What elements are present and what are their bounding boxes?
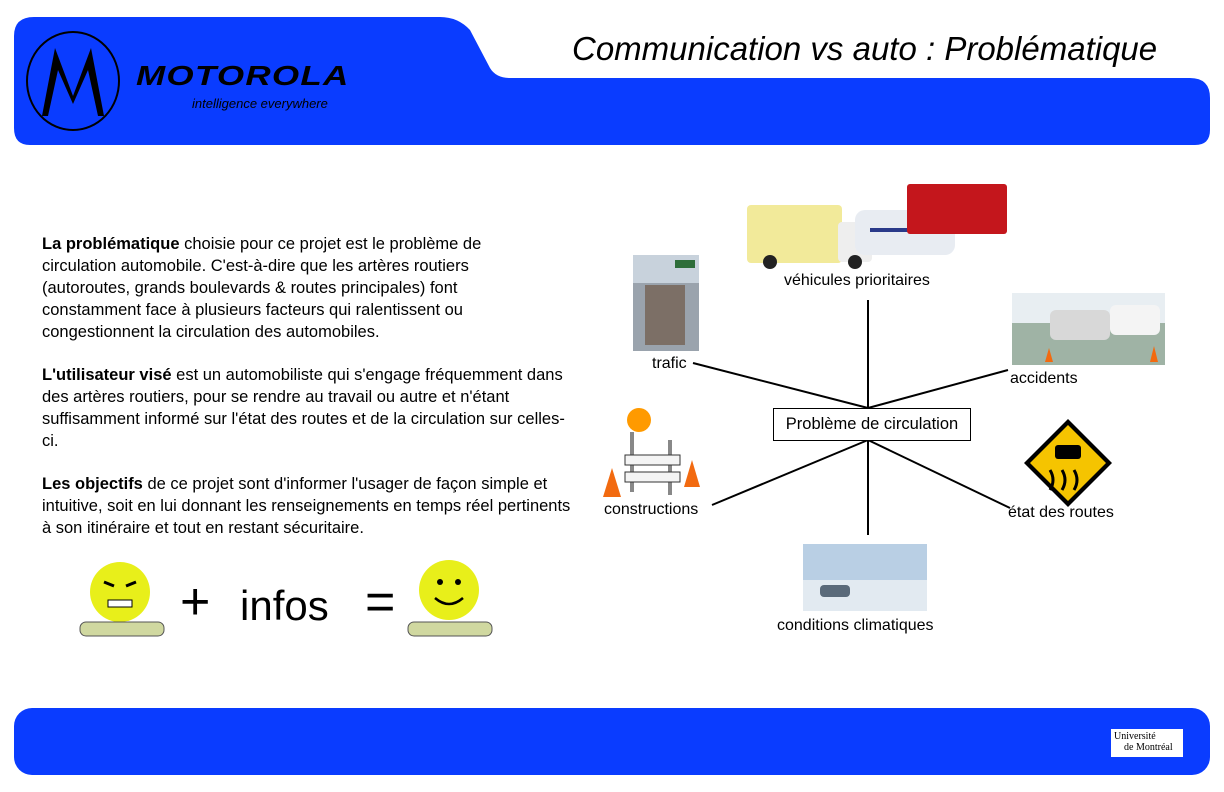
footer-band (14, 708, 1210, 775)
plus-sign: + (180, 573, 211, 631)
paragraph-heading: L'utilisateur visé (42, 366, 172, 384)
paragraph-text: choisie pour ce projet est le problème d… (42, 235, 482, 341)
traffic-photo (633, 255, 699, 351)
logo-line2: de Montréal (1124, 742, 1173, 753)
universite-de-montreal-logo: Université de Montréal (1111, 729, 1183, 757)
node-accidents: accidents (1010, 370, 1078, 387)
connector-accidents (867, 369, 1009, 409)
node-climat: conditions climatiques (777, 617, 934, 634)
construction-barrier-icon (603, 408, 700, 497)
equals-sign: = (365, 573, 396, 631)
logo-line1: Université (1114, 731, 1156, 742)
paragraph-user: L'utilisateur visé est un automobiliste … (42, 364, 567, 452)
paragraph-problem: La problématique choisie pour ce projet … (42, 233, 512, 343)
paragraph-objectives: Les objectifs de ce projet sont d'inform… (42, 473, 577, 539)
node-trafic: trafic (652, 355, 687, 372)
diagram-center-node: Problème de circulation (773, 408, 971, 441)
header-band (14, 17, 1210, 145)
winter-weather-photo (803, 544, 927, 611)
connector-trafic (692, 362, 869, 409)
paragraph-text: est un automobiliste qui s'engage fréque… (42, 366, 565, 450)
diagram-connectors (692, 300, 1011, 535)
slippery-road-sign-icon (1024, 419, 1112, 507)
paragraph-heading: La problématique (42, 235, 180, 253)
motorola-logo-icon (26, 31, 120, 131)
happy-smiley-icon (407, 560, 493, 637)
angry-smiley-icon (79, 562, 165, 637)
node-vehicules: véhicules prioritaires (784, 272, 930, 289)
slide-title: Communication vs auto : Problématique (572, 30, 1158, 67)
emergency-vehicles-photo (747, 184, 1007, 269)
connector-constructions (711, 439, 869, 506)
paragraph-text: de ce projet sont d'informer l'usager de… (42, 475, 571, 537)
node-etat: état des routes (1008, 504, 1114, 521)
accident-photo (1012, 293, 1165, 365)
connector-etat (867, 439, 1011, 509)
infos-word: infos (240, 582, 329, 629)
brand-tagline: intelligence everywhere (192, 96, 328, 111)
node-constructions: constructions (604, 501, 699, 518)
paragraph-heading: Les objectifs (42, 475, 143, 493)
brand-name: MOTOROLA (136, 60, 350, 91)
